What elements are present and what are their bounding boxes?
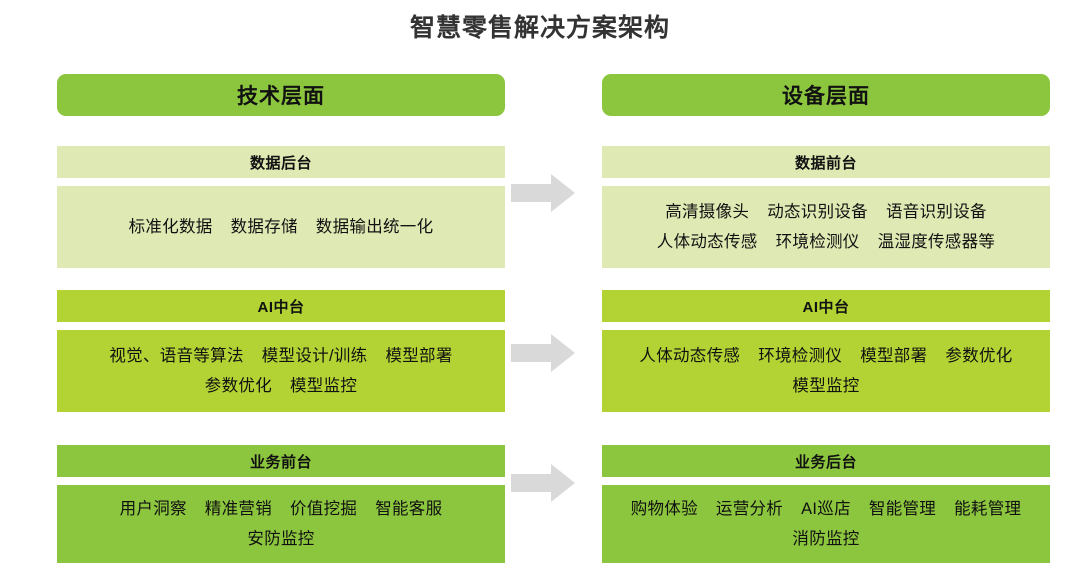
column-header-device: 设备层面 bbox=[602, 74, 1050, 116]
layer-item: 模型部署 bbox=[860, 347, 928, 365]
layer-left-ai-middle: AI中台 视觉、语音等算法模型设计/训练模型部署参数优化模型监控 bbox=[57, 290, 505, 412]
layer-body: 人体动态传感环境检测仪模型部署参数优化模型监控 bbox=[602, 330, 1050, 412]
layer-item: 语音识别设备 bbox=[886, 203, 987, 221]
layer-body: 视觉、语音等算法模型设计/训练模型部署参数优化模型监控 bbox=[57, 330, 505, 412]
layer-item: 人体动态传感 bbox=[639, 347, 741, 365]
layer-items: 标准化数据数据存储数据输出统一化 bbox=[120, 212, 443, 242]
layer-item: 消防监控 bbox=[792, 530, 860, 548]
layer-item: 人体动态传感 bbox=[656, 233, 758, 251]
layer-item: 安防监控 bbox=[247, 530, 315, 548]
layer-body: 购物体验运营分析 AI巡店智能管理能耗管理消防监控 bbox=[602, 485, 1050, 563]
layer-item: 数据输出统一化 bbox=[315, 218, 434, 236]
layer-body: 用户洞察精准营销价值挖掘智能客服安防监控 bbox=[57, 485, 505, 563]
layer-item: 温湿度传感器等 bbox=[877, 233, 996, 251]
layer-items: 购物体验运营分析 AI巡店智能管理能耗管理消防监控 bbox=[616, 494, 1036, 554]
layer-item: 参数优化 bbox=[945, 347, 1013, 365]
layer-item: 视觉、语音等算法 bbox=[109, 347, 244, 365]
layer-item: 环境检测仪 bbox=[758, 347, 843, 365]
layer-title: 数据后台 bbox=[57, 146, 505, 178]
layer-item: 运营分析 bbox=[715, 500, 784, 518]
layer-item: 数据存储 bbox=[230, 218, 298, 236]
layer-left-data-backend: 数据后台 标准化数据数据存储数据输出统一化 bbox=[57, 146, 505, 268]
layer-title: AI中台 bbox=[57, 290, 505, 322]
layer-item: 能耗管理 bbox=[954, 500, 1022, 518]
layer-items: 人体动态传感环境检测仪模型部署参数优化模型监控 bbox=[616, 341, 1036, 401]
column-technology: 技术层面 bbox=[57, 74, 505, 116]
column-device: 设备层面 bbox=[602, 74, 1050, 116]
layer-item: 动态识别设备 bbox=[767, 203, 868, 221]
arrow-right-icon-row-3 bbox=[511, 463, 575, 503]
layer-right-business-backend: 业务后台 购物体验运营分析 AI巡店智能管理能耗管理消防监控 bbox=[602, 445, 1050, 563]
layer-item: 高清摄像头 bbox=[665, 203, 750, 221]
layer-left-business-frontend: 业务前台 用户洞察精准营销价值挖掘智能客服安防监控 bbox=[57, 445, 505, 563]
layer-item: 用户洞察 bbox=[119, 500, 187, 518]
layer-item: 精准营销 bbox=[204, 500, 272, 518]
page-title: 智慧零售解决方案架构 bbox=[409, 14, 670, 42]
column-header-technology: 技术层面 bbox=[57, 74, 505, 116]
layer-body: 标准化数据数据存储数据输出统一化 bbox=[57, 186, 505, 268]
arrow-right-icon-row-1 bbox=[511, 173, 575, 213]
layer-title: 业务前台 bbox=[57, 445, 505, 477]
layer-title: 数据前台 bbox=[602, 146, 1050, 178]
layer-item: 参数优化 bbox=[204, 377, 272, 395]
layer-title: AI中台 bbox=[602, 290, 1050, 322]
layer-title: 业务后台 bbox=[602, 445, 1050, 477]
layer-item: 模型部署 bbox=[385, 347, 453, 365]
layer-right-data-frontend: 数据前台 高清摄像头动态识别设备语音识别设备人体动态传感环境检测仪温湿度传感器等 bbox=[602, 146, 1050, 268]
layer-items: 高清摄像头动态识别设备语音识别设备人体动态传感环境检测仪温湿度传感器等 bbox=[616, 197, 1036, 257]
layer-item: 环境检测仪 bbox=[775, 233, 860, 251]
layer-item: 购物体验 bbox=[630, 500, 698, 518]
layer-item: 标准化数据 bbox=[128, 218, 213, 236]
layer-item: 模型监控 bbox=[290, 377, 358, 395]
arrow-right-icon-row-2 bbox=[511, 333, 575, 373]
layer-item: 智能客服 bbox=[375, 500, 443, 518]
layer-body: 高清摄像头动态识别设备语音识别设备人体动态传感环境检测仪温湿度传感器等 bbox=[602, 186, 1050, 268]
layer-item: AI巡店 bbox=[801, 500, 851, 518]
layer-item: 价值挖掘 bbox=[290, 500, 358, 518]
layer-items: 用户洞察精准营销价值挖掘智能客服安防监控 bbox=[71, 494, 491, 554]
layer-items: 视觉、语音等算法模型设计/训练模型部署参数优化模型监控 bbox=[71, 341, 491, 401]
layer-item: 模型设计/训练 bbox=[261, 347, 368, 365]
layer-right-ai-middle: AI中台 人体动态传感环境检测仪模型部署参数优化模型监控 bbox=[602, 290, 1050, 412]
layer-item: 模型监控 bbox=[792, 377, 860, 395]
layer-item: 智能管理 bbox=[868, 500, 937, 518]
